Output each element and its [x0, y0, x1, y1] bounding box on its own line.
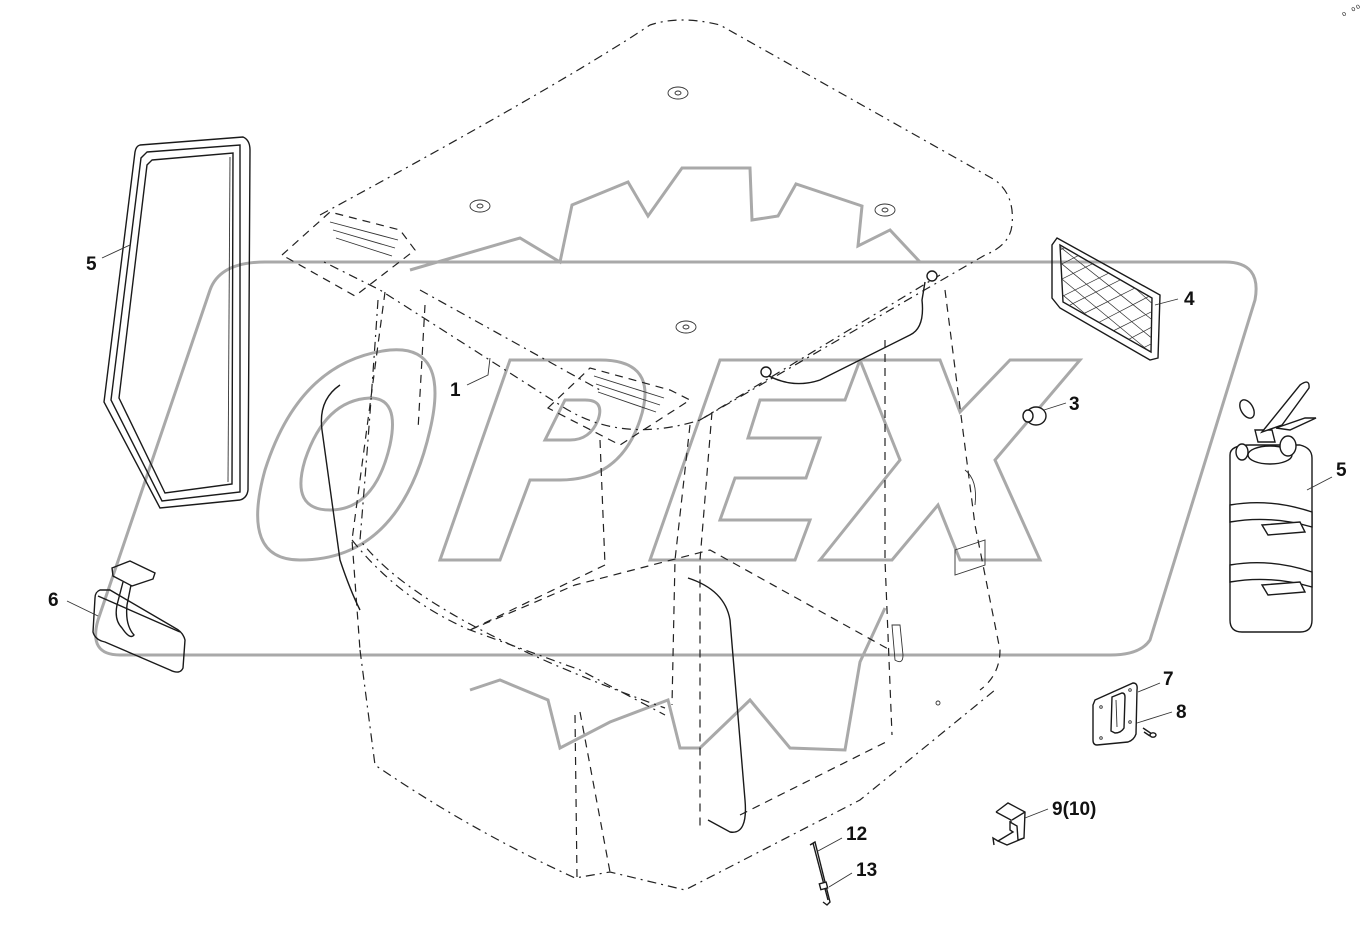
- callout-5-window-seal: 5: [86, 254, 97, 275]
- roof-rail-mount-top: [926, 270, 938, 282]
- cab-door-sill: [739, 739, 891, 816]
- front-light-housing: [546, 367, 692, 446]
- cab-body: [280, 19, 1013, 891]
- cab-door-pillar-b: [699, 411, 713, 830]
- left-light-housing: [280, 211, 416, 297]
- callout-3: 3: [1069, 394, 1080, 415]
- cab-left-front-pillar: [351, 291, 386, 651]
- front-light-lens: [593, 375, 665, 413]
- rod: [809, 840, 831, 906]
- roof-rail-handle: [761, 281, 926, 385]
- door-window-seal: [103, 136, 251, 509]
- cab-roof-outline: [319, 19, 1013, 431]
- rear-hinge-plate: [954, 539, 986, 576]
- callout-9-10: 9(10): [1052, 799, 1097, 820]
- watermark-gear-outline: [409, 166, 922, 752]
- watermark-opex: [94, 166, 1258, 752]
- rearview-mirror: [92, 560, 186, 673]
- callout-13: 13: [856, 860, 878, 881]
- cab-floor-edge: [469, 549, 891, 651]
- watermark-letter-p: [437, 358, 647, 562]
- callout-1: 1: [450, 380, 461, 401]
- door-latch: [891, 624, 904, 663]
- cab-floor-rear: [469, 564, 606, 631]
- fire-extinguisher: [1229, 381, 1317, 633]
- plug-cap: [1022, 406, 1047, 426]
- extinguisher-strap-upper: [1229, 501, 1313, 528]
- callout-8: 8: [1176, 702, 1187, 723]
- cab-roof-rear-edge: [419, 274, 941, 421]
- cab-right-pillar-a: [884, 340, 893, 736]
- mounting-plate: [1092, 682, 1138, 746]
- mesh-grille: [1051, 237, 1161, 361]
- callout-4: 4: [1184, 289, 1195, 310]
- watermark-oval-frame: [94, 260, 1258, 657]
- cab-rivet: [935, 700, 941, 706]
- roof-bolts: [469, 86, 896, 334]
- callout-5-extinguisher: 5: [1336, 460, 1347, 481]
- watermark-letter-e: [647, 358, 863, 562]
- cab-left-rear-pillar: [417, 304, 426, 431]
- callout-7: 7: [1163, 669, 1174, 690]
- left-light-lens: [329, 221, 399, 257]
- door-grab-handle: [687, 577, 747, 833]
- leader-lines: [66, 244, 1333, 888]
- windshield-seal-strip: [359, 299, 666, 709]
- watermark-letter-x: [816, 358, 1084, 562]
- roof-rail-mount-left: [760, 366, 772, 378]
- windshield-lower-frame: [351, 539, 666, 716]
- cab-center-pillar: [599, 439, 606, 566]
- callout-6: 6: [48, 590, 59, 611]
- rod-clip: [818, 881, 829, 891]
- rear-hinge-curve: [964, 469, 976, 506]
- left-grab-handle: [320, 384, 361, 611]
- cab-lower-body: [359, 649, 996, 891]
- bracket: [992, 802, 1026, 846]
- watermark-letter-o: [256, 348, 437, 562]
- screw: [1142, 727, 1157, 738]
- callout-12: 12: [846, 824, 868, 845]
- extinguisher-strap-lower: [1229, 561, 1313, 588]
- cab-door-pillar-a: [671, 424, 691, 706]
- cab-right-rear-pillar: [944, 289, 1001, 691]
